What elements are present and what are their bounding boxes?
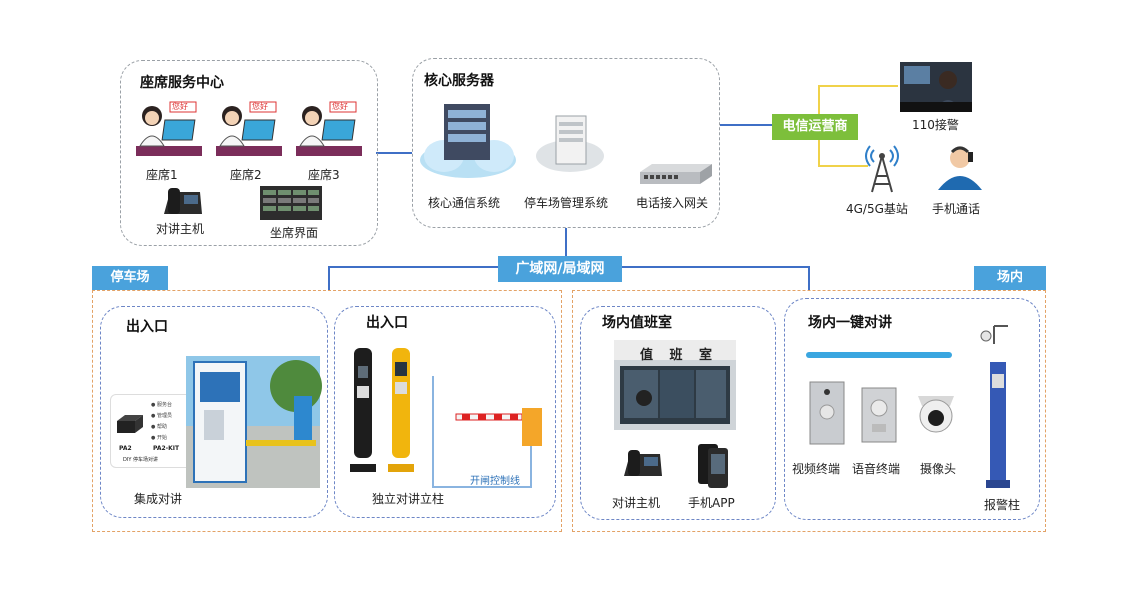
kit-button-row-2: ● 管理员 <box>151 413 172 419</box>
kit-button-label: 管理员 <box>156 413 172 419</box>
core-server-title: 核心服务器 <box>424 73 494 89</box>
voice-terminal-icon <box>861 387 897 443</box>
voice-terminal-label: 语音终端 <box>852 462 901 476</box>
telecom-badge: 电信运营商 <box>772 114 858 140</box>
operator-icon <box>216 101 282 156</box>
camera-label: 摄像头 <box>920 462 957 476</box>
entrance-title-2: 出入口 <box>366 315 408 331</box>
parking-region <box>92 290 562 532</box>
seat-operator-1: 您好 <box>134 98 204 158</box>
operator-icon <box>136 101 202 156</box>
gate-control-label: 开闸控制线 <box>470 476 520 487</box>
police-110-icon <box>900 62 972 112</box>
parking-tag: 停车场 <box>92 266 168 290</box>
core-comm-server-icon <box>420 104 516 178</box>
video-terminal-label: 视频终端 <box>792 462 841 476</box>
duty-host-label: 对讲主机 <box>612 496 661 510</box>
telecom-line-up <box>818 85 820 115</box>
seat-label-2: 座席2 <box>230 168 262 182</box>
seat-interface-icon <box>260 186 322 220</box>
independent-pillar-label: 独立对讲立柱 <box>372 492 445 506</box>
telecom-line-down <box>818 138 820 166</box>
mobile-call-label: 手机通话 <box>932 202 981 216</box>
seat-interface-label: 坐席界面 <box>270 226 319 240</box>
gate-control-line-v <box>432 376 434 488</box>
telecom-line-bottom <box>818 165 868 167</box>
kit-button-label: 服务台 <box>156 402 172 408</box>
alarm-pillar-icon <box>980 325 1010 488</box>
entrance-box-2 <box>334 306 556 518</box>
link-core-telecom <box>720 124 776 126</box>
kit-button-row-3: ● 帮助 <box>151 424 167 430</box>
phone-gateway-label: 电话接入网关 <box>636 196 709 210</box>
inside-tag: 场内 <box>974 266 1046 290</box>
entrance-box-1 <box>100 306 328 518</box>
entrance-title-1: 出入口 <box>126 319 168 335</box>
alarm-pillar-label: 报警柱 <box>984 498 1021 512</box>
mobile-caller-icon <box>938 146 982 190</box>
seat-label-3: 座席3 <box>308 168 340 182</box>
seat-intercom-label: 对讲主机 <box>156 222 205 236</box>
network-badge: 广域网/局域网 <box>498 256 622 282</box>
parking-entrance-photo <box>186 356 322 488</box>
seat-greeting-bubble: 您好 <box>172 102 188 111</box>
base-station-icon <box>865 145 899 193</box>
kit-button-row-4: ● 开始 <box>151 435 167 441</box>
one-key-box <box>784 298 1040 520</box>
parking-mgmt-label: 停车场管理系统 <box>524 196 609 210</box>
kit-label-diy: DIY 停车场对讲 <box>123 457 158 463</box>
duty-intercom-host-icon <box>624 450 662 476</box>
link-core-network <box>565 228 567 256</box>
seat-label-1: 座席1 <box>146 168 178 182</box>
inside-region <box>572 290 1046 532</box>
phone-gateway-icon <box>640 164 712 184</box>
core-server-box <box>412 58 720 228</box>
intercom-pillar-yellow <box>388 348 414 472</box>
network-drop-right <box>808 266 810 290</box>
duty-room-box <box>580 306 776 520</box>
integrated-kit-panel: ● 服务台 ● 管理员 ● 帮助 ● 开始 PA2 PA2-KIT DIY 停车… <box>110 394 192 468</box>
duty-room-sign: 值 班 室 <box>640 348 719 363</box>
kit-button-label: 帮助 <box>156 424 167 430</box>
seat-center-title: 座席服务中心 <box>140 75 224 91</box>
one-key-title: 场内一键对讲 <box>808 315 892 331</box>
one-key-bus <box>806 352 952 358</box>
core-comm-label: 核心通信系统 <box>428 196 501 210</box>
seat-center-box <box>120 60 378 246</box>
intercom-host-icon <box>164 188 202 214</box>
kit-button-label: 开始 <box>156 435 167 441</box>
gate-control-line-r <box>530 440 532 488</box>
seat-operator-2: 您好 <box>214 98 284 158</box>
operator-icon <box>296 101 362 156</box>
kit-label-pa2kit: PA2-KIT <box>153 445 180 452</box>
seat-operator-3: 您好 <box>294 98 364 158</box>
network-drop-left <box>328 266 330 290</box>
gate-control-line-h <box>432 486 532 488</box>
barrier-gate-icon <box>455 408 542 446</box>
duty-room-photo <box>614 340 736 430</box>
kit-label-pa2: PA2 <box>119 445 132 452</box>
intercom-pillar-black <box>350 348 376 472</box>
mobile-app-label: 手机APP <box>688 496 735 510</box>
seat-greeting-bubble: 您好 <box>332 102 348 111</box>
camera-icon <box>918 396 954 433</box>
telecom-line-top <box>818 85 898 87</box>
parking-mgmt-server-icon <box>536 115 604 172</box>
seat-greeting-bubble: 您好 <box>252 102 268 111</box>
base-station-label: 4G/5G基站 <box>846 202 908 216</box>
duty-room-title: 场内值班室 <box>602 315 672 331</box>
video-terminal-icon <box>809 381 845 445</box>
police-110-label: 110接警 <box>912 118 959 132</box>
kit-device-icon <box>117 415 143 433</box>
kit-button-row-1: ● 服务台 <box>151 402 172 408</box>
link-seat-core <box>376 152 412 154</box>
integrated-intercom-label: 集成对讲 <box>134 492 183 506</box>
mobile-app-icon <box>698 444 728 488</box>
